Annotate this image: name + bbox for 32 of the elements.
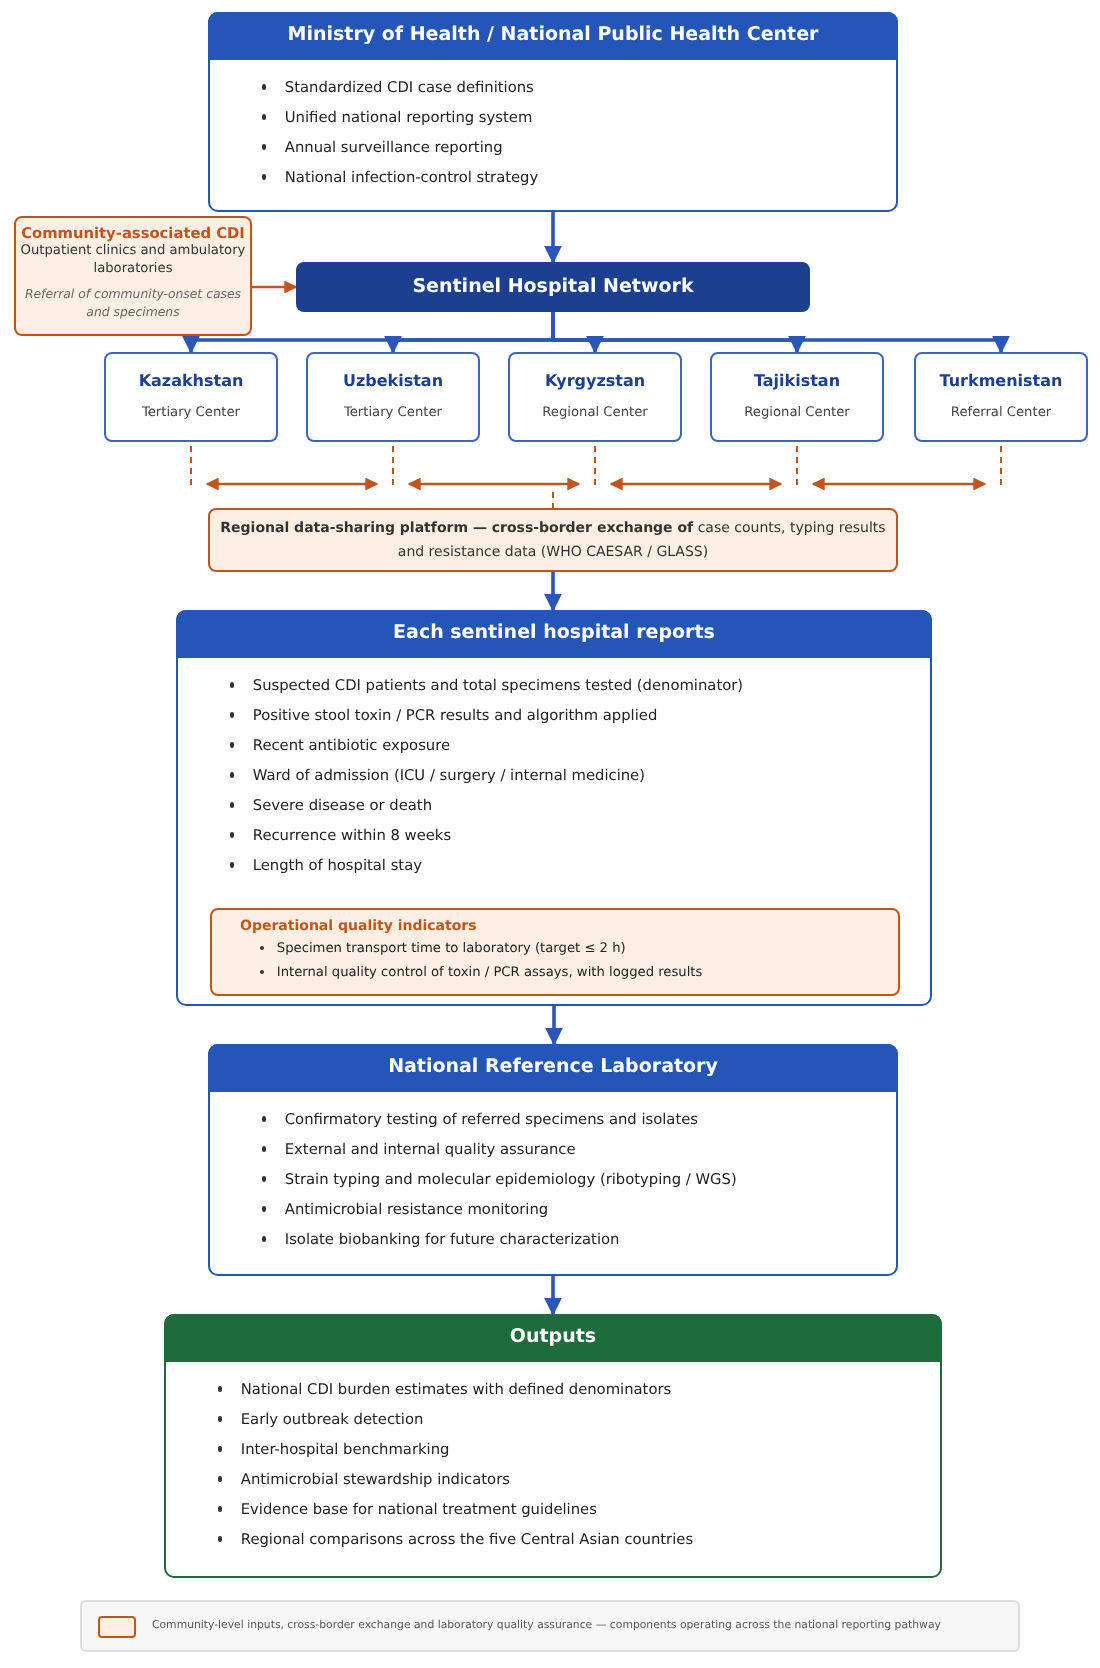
country-box	[104, 352, 278, 442]
network-box: Sentinel Hospital Network	[296, 262, 810, 312]
arrow	[252, 280, 298, 294]
country-box	[306, 352, 480, 442]
country-name: Uzbekistan	[340, 372, 446, 390]
country-name: Tajikistan	[751, 372, 843, 390]
country-name: Kyrgyzstan	[542, 372, 648, 390]
arrow	[544, 572, 562, 612]
indicator-box	[210, 908, 900, 996]
arrow	[609, 477, 783, 491]
community-box	[14, 216, 252, 336]
country-name: Kazakhstan	[136, 372, 246, 390]
arrow	[811, 477, 987, 491]
platform-box	[208, 508, 898, 572]
arrow	[544, 1276, 562, 1316]
content-card	[164, 1314, 942, 1578]
arrow	[407, 477, 581, 491]
content-card	[208, 1044, 898, 1276]
country-box	[914, 352, 1088, 442]
country-name: Turkmenistan	[937, 372, 1065, 390]
arrow	[205, 477, 379, 491]
content-card	[208, 12, 898, 212]
content-card	[176, 610, 932, 1006]
country-box	[710, 352, 884, 442]
card-heading: National Reference Laboratory	[208, 1044, 898, 1092]
arrow	[545, 1006, 563, 1046]
country-box	[508, 352, 682, 442]
arrow	[544, 212, 562, 264]
card-heading: Outputs	[164, 1314, 942, 1362]
card-heading: Each sentinel hospital reports	[176, 610, 932, 658]
card-heading: Ministry of Health / National Public Health Center	[208, 12, 898, 60]
arrow	[551, 312, 1010, 354]
